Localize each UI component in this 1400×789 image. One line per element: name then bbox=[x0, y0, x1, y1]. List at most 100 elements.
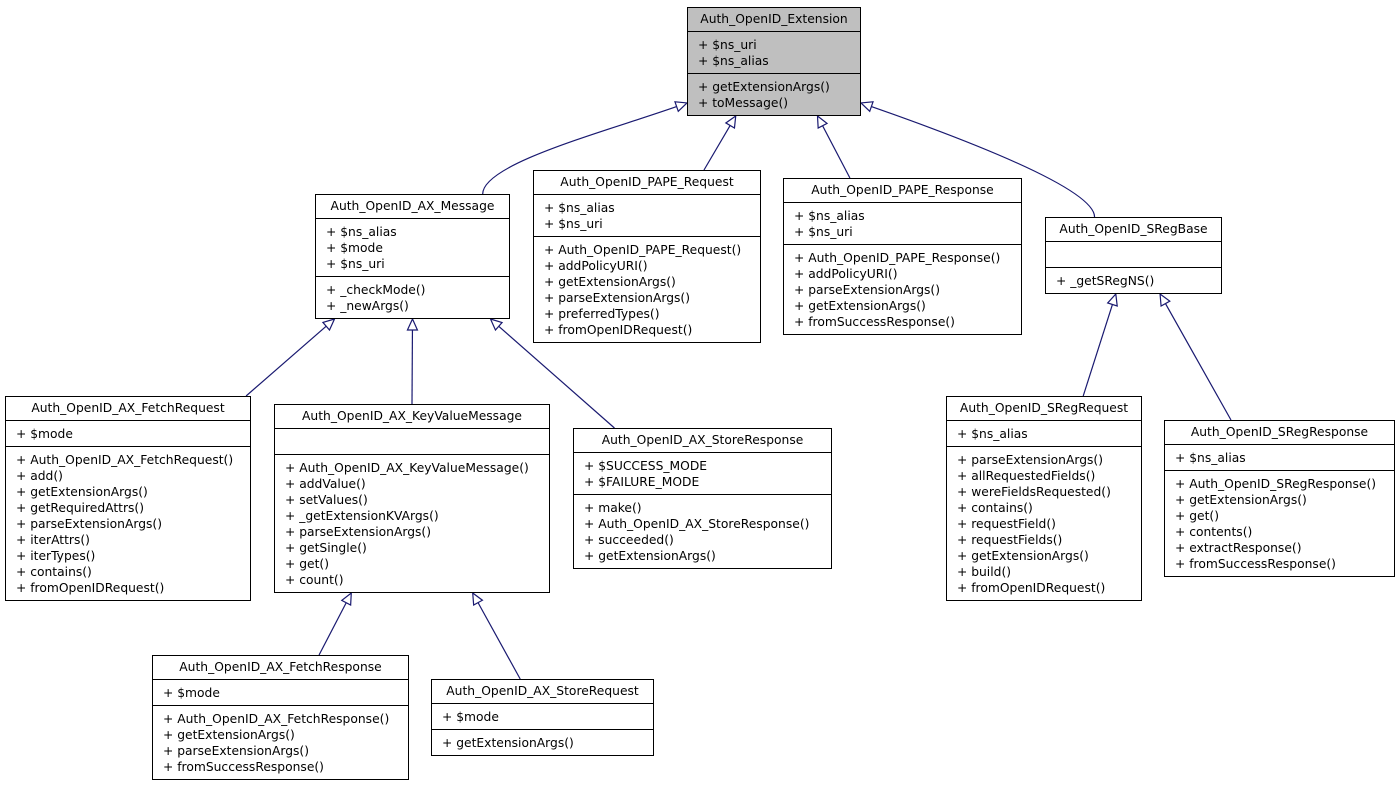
class-method: + getExtensionArgs() bbox=[957, 549, 1089, 563]
class-method: + make() bbox=[584, 501, 642, 515]
class-name: Auth_OpenID_AX_FetchResponse bbox=[153, 656, 408, 680]
class-method: + getExtensionArgs() bbox=[442, 736, 574, 750]
class-attribute: + $ns_alias bbox=[326, 225, 397, 239]
class-method: + getExtensionArgs() bbox=[544, 275, 676, 289]
class-method: + iterTypes() bbox=[16, 549, 96, 563]
class-method: + getExtensionArgs() bbox=[1175, 493, 1307, 507]
class-method: + Auth_OpenID_AX_KeyValueMessage() bbox=[285, 461, 529, 475]
class-attributes bbox=[1046, 242, 1221, 268]
inheritance-edge bbox=[1082, 304, 1114, 397]
class-method: + getExtensionArgs() bbox=[16, 485, 148, 499]
class-attribute: + $ns_uri bbox=[544, 217, 603, 231]
class-method: + get() bbox=[285, 557, 329, 571]
class-method: + setValues() bbox=[285, 493, 368, 507]
class-method: + Auth_OpenID_AX_FetchResponse() bbox=[163, 712, 390, 726]
inheritance-edge bbox=[822, 125, 851, 179]
class-attribute: + $ns_alias bbox=[1175, 451, 1246, 465]
class-attribute: + $ns_alias bbox=[794, 209, 865, 223]
class-attributes: + $mode bbox=[153, 680, 408, 706]
class-attribute: + $ns_alias bbox=[698, 54, 769, 68]
class-method: + allRequestedFields() bbox=[957, 469, 1096, 483]
class-method: + _checkMode() bbox=[326, 283, 426, 297]
class-auth-openid-ax-storeresponse[interactable]: Auth_OpenID_AX_StoreResponse + $SUCCESS_… bbox=[573, 428, 832, 569]
class-attribute: + $mode bbox=[163, 686, 220, 700]
class-method: + build() bbox=[957, 565, 1012, 579]
class-method: + fromOpenIDRequest() bbox=[957, 581, 1106, 595]
class-method: + contents() bbox=[1175, 525, 1253, 539]
class-method: + addPolicyURI() bbox=[544, 259, 648, 273]
inheritance-edge bbox=[245, 325, 327, 397]
class-auth-openid-ax-fetchrequest[interactable]: Auth_OpenID_AX_FetchRequest + $mode + Au… bbox=[5, 396, 251, 601]
class-method: + getExtensionArgs() bbox=[698, 80, 830, 94]
class-auth-openid-sregrequest[interactable]: Auth_OpenID_SRegRequest + $ns_alias + pa… bbox=[946, 396, 1142, 601]
inheritance-arrowhead bbox=[816, 114, 829, 130]
class-name: Auth_OpenID_AX_KeyValueMessage bbox=[275, 405, 549, 429]
class-methods: + getExtensionArgs() + toMessage() bbox=[688, 74, 860, 115]
inheritance-arrowhead bbox=[340, 591, 352, 607]
class-name: Auth_OpenID_Extension bbox=[688, 8, 860, 32]
class-name: Auth_OpenID_AX_FetchRequest bbox=[6, 397, 250, 421]
class-name: Auth_OpenID_AX_StoreResponse bbox=[574, 429, 831, 453]
class-attributes: + $SUCCESS_MODE+ $FAILURE_MODE bbox=[574, 453, 831, 495]
class-name: Auth_OpenID_SRegResponse bbox=[1165, 421, 1394, 445]
class-method: + add() bbox=[16, 469, 63, 483]
class-methods: + _getSRegNS() bbox=[1046, 268, 1221, 293]
class-method: + Auth_OpenID_PAPE_Response() bbox=[794, 251, 1001, 265]
class-method: + count() bbox=[285, 573, 344, 587]
class-method: + fromSuccessResponse() bbox=[163, 760, 324, 774]
inheritance-arrowhead bbox=[1159, 292, 1171, 308]
inheritance-edge bbox=[703, 125, 731, 171]
class-method: + parseExtensionArgs() bbox=[16, 517, 163, 531]
class-method: + parseExtensionArgs() bbox=[285, 525, 432, 539]
class-method: + Auth_OpenID_AX_FetchRequest() bbox=[16, 453, 234, 467]
class-name: Auth_OpenID_AX_StoreRequest bbox=[432, 680, 653, 704]
class-method: + _getExtensionKVArgs() bbox=[285, 509, 439, 523]
class-methods: + make()+ Auth_OpenID_AX_StoreResponse()… bbox=[574, 495, 831, 568]
class-method: + Auth_OpenID_SRegResponse() bbox=[1175, 477, 1377, 491]
inheritance-edge bbox=[318, 602, 347, 656]
class-attribute: + $FAILURE_MODE bbox=[584, 475, 700, 489]
class-method: + toMessage() bbox=[698, 96, 789, 110]
class-auth-openid-ax-storerequest[interactable]: Auth_OpenID_AX_StoreRequest + $mode + ge… bbox=[431, 679, 654, 756]
class-attributes bbox=[275, 429, 549, 455]
inheritance-arrowhead bbox=[674, 101, 689, 113]
class-attributes: + $mode bbox=[432, 704, 653, 730]
class-attribute: + $mode bbox=[442, 710, 499, 724]
inheritance-arrowhead bbox=[489, 318, 504, 332]
class-method: + _getSRegNS() bbox=[1056, 274, 1155, 288]
class-method: + getExtensionArgs() bbox=[163, 728, 295, 742]
class-name: Auth_OpenID_PAPE_Request bbox=[534, 171, 760, 195]
class-method: + Auth_OpenID_PAPE_Request() bbox=[544, 243, 742, 257]
class-auth-openid-pape-request[interactable]: Auth_OpenID_PAPE_Request + $ns_alias+ $n… bbox=[533, 170, 761, 343]
inheritance-arrowhead bbox=[1106, 292, 1118, 307]
inheritance-arrowhead bbox=[859, 101, 874, 113]
class-name: Auth_OpenID_PAPE_Response bbox=[784, 179, 1021, 203]
inheritance-arrowhead bbox=[406, 317, 419, 331]
class-name: Auth_OpenID_SRegRequest bbox=[947, 397, 1141, 421]
class-method: + fromOpenIDRequest() bbox=[544, 323, 693, 337]
class-auth-openid-ax-fetchresponse[interactable]: Auth_OpenID_AX_FetchResponse + $mode + A… bbox=[152, 655, 409, 780]
class-method: + fromSuccessResponse() bbox=[794, 315, 955, 329]
class-method: + getExtensionArgs() bbox=[584, 549, 716, 563]
class-attributes: + $ns_alias bbox=[947, 421, 1141, 447]
class-methods: + Auth_OpenID_PAPE_Response()+ addPolicy… bbox=[784, 245, 1021, 334]
inheritance-edge bbox=[1164, 303, 1232, 421]
class-attributes: + $mode bbox=[6, 421, 250, 447]
class-method: + preferredTypes() bbox=[544, 307, 660, 321]
class-auth-openid-pape-response[interactable]: Auth_OpenID_PAPE_Response + $ns_alias+ $… bbox=[783, 178, 1022, 335]
class-attribute: + $ns_uri bbox=[326, 257, 385, 271]
class-attribute: + $mode bbox=[326, 241, 383, 255]
class-auth-openid-sregbase[interactable]: Auth_OpenID_SRegBase + _getSRegNS() bbox=[1045, 217, 1222, 294]
class-auth-openid-sregresponse[interactable]: Auth_OpenID_SRegResponse + $ns_alias + A… bbox=[1164, 420, 1395, 577]
class-method: + get() bbox=[1175, 509, 1219, 523]
class-name: Auth_OpenID_AX_Message bbox=[316, 195, 509, 219]
class-attribute: + $ns_alias bbox=[957, 427, 1028, 441]
class-attribute: + $mode bbox=[16, 427, 73, 441]
class-auth-openid-ax-keyvaluemessage[interactable]: Auth_OpenID_AX_KeyValueMessage + Auth_Op… bbox=[274, 404, 550, 593]
class-auth-openid-ax-message[interactable]: Auth_OpenID_AX_Message + $ns_alias + $mod… bbox=[315, 194, 510, 319]
class-method: + extractResponse() bbox=[1175, 541, 1302, 555]
class-attribute: + $ns_uri bbox=[698, 38, 757, 52]
class-auth-openid-extension[interactable]: Auth_OpenID_Extension + $ns_uri + $ns_ali… bbox=[687, 7, 861, 116]
inheritance-arrowhead bbox=[724, 114, 737, 130]
